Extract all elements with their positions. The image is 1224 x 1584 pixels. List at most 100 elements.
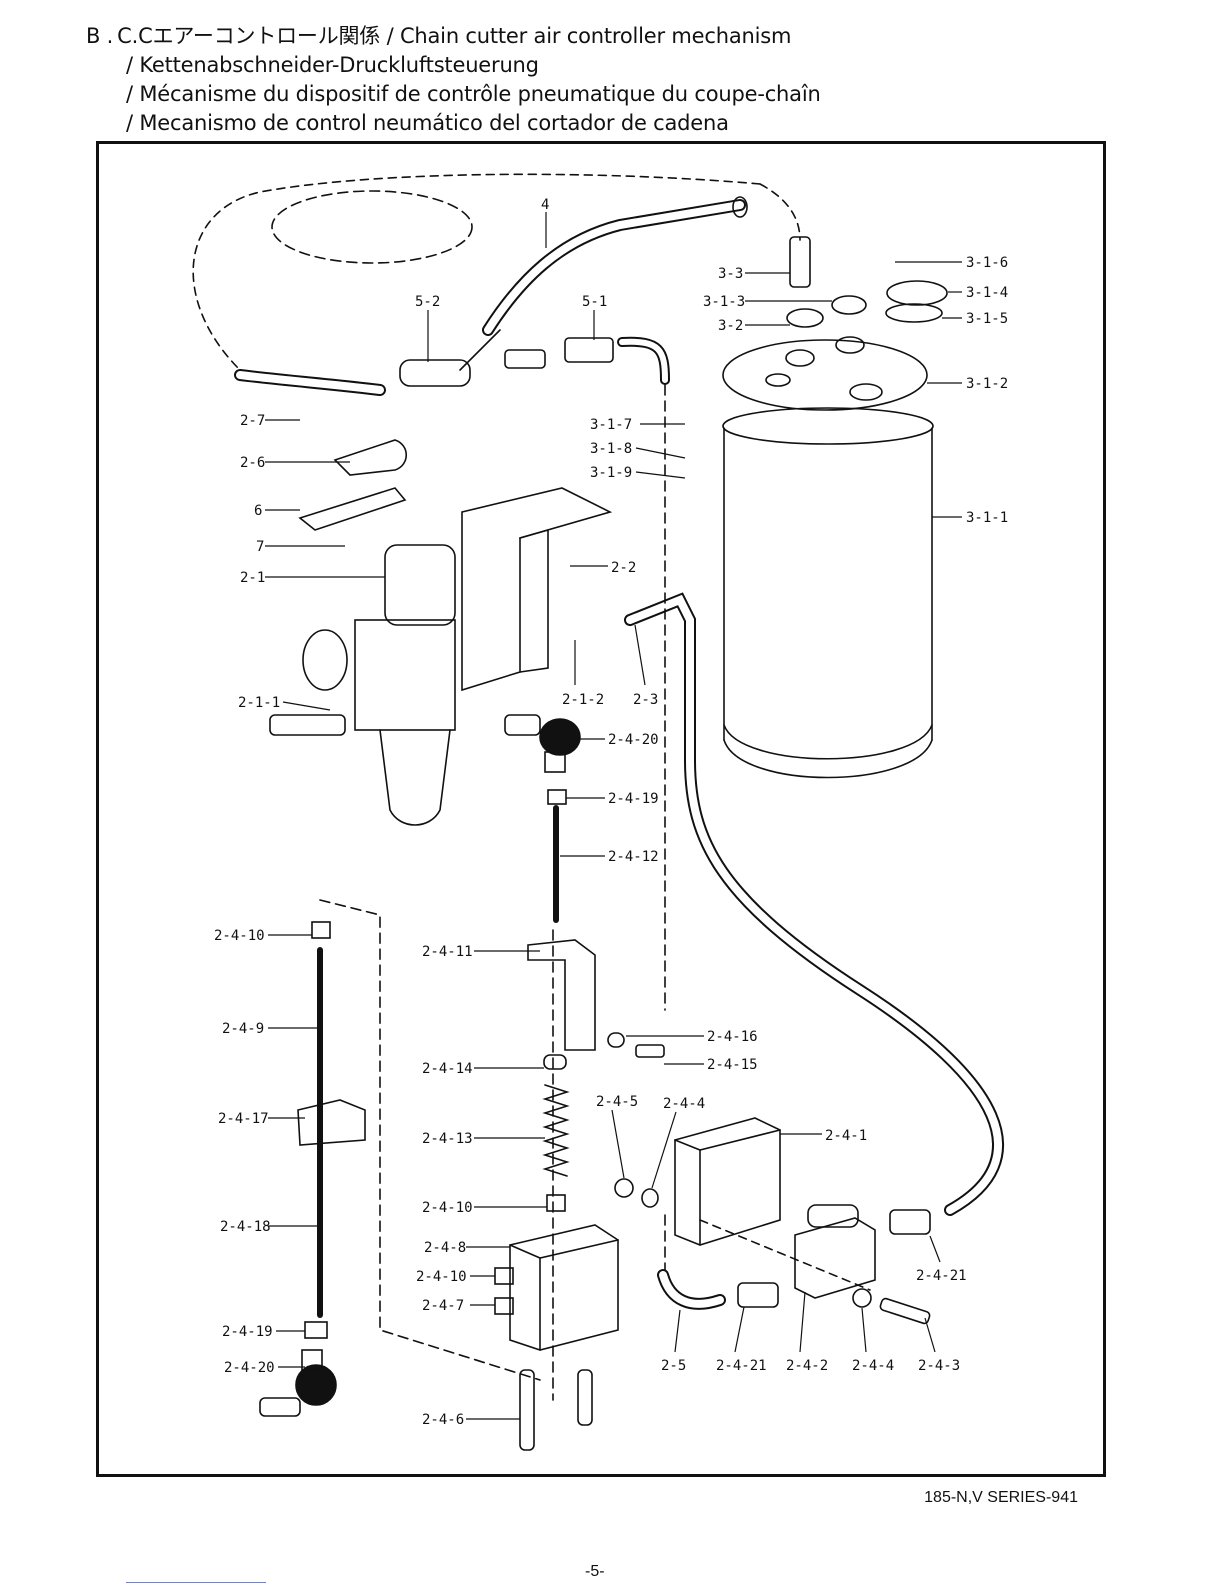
label-2-4-13: 2-4-13 [422,1131,473,1147]
label-2-4-21a: 2-4-21 [916,1268,967,1284]
label-5-2: 5-2 [415,294,440,310]
screw-2-4-15 [635,1044,665,1058]
label-2-3: 2-3 [633,692,658,708]
regulator [269,544,456,826]
label-2-4-14: 2-4-14 [422,1061,473,1077]
label-2-4-19b: 2-4-19 [222,1324,273,1340]
label-2-5: 2-5 [661,1358,686,1374]
nut-2-4-7 [494,1297,514,1315]
cap-3-1-3 [831,295,867,315]
label-2-4-6: 2-4-6 [422,1412,464,1428]
label-2-4-16: 2-4-16 [707,1029,758,1045]
fitting-2-4-21b [737,1282,779,1308]
label-2-4-20a: 2-4-20 [608,732,659,748]
label-3-1-2: 3-1-2 [966,376,1008,392]
title-line-es: / Mecanismo de control neumático del cor… [126,111,729,135]
label-2-6: 2-6 [240,455,265,471]
section-prefix: B . [86,24,114,48]
title-text-1: C.Cエアーコントロール関係 / Chain cutter air contro… [117,24,792,48]
label-2-4-7: 2-4-7 [422,1298,464,1314]
label-2-1: 2-1 [240,570,265,586]
label-2-4-8: 2-4-8 [424,1240,466,1256]
label-3-1-8: 3-1-8 [590,441,632,457]
label-2-4-3: 2-4-3 [918,1358,960,1374]
label-4: 4 [541,197,549,213]
label-2-4-10a: 2-4-10 [214,928,265,944]
title-line-ja-en: B .C.Cエアーコントロール関係 / Chain cutter air con… [86,22,821,51]
spring-2-4-13 [542,1084,570,1177]
tube-2-3 [624,592,1005,1216]
fitting-2-4-20 [504,714,581,773]
label-2-4-9: 2-4-9 [222,1021,264,1037]
bracket-2-4-11 [527,939,596,1051]
washer-2-4-14 [543,1054,567,1070]
label-3-1-5: 3-1-5 [966,311,1008,327]
label-3-1-4: 3-1-4 [966,285,1008,301]
label-2-4-5: 2-4-5 [596,1094,638,1110]
title-line-fr: / Mécanisme du dispositif de contrôle pn… [126,82,821,106]
label-5-1: 5-1 [582,294,607,310]
fitting-2-4-20b [259,1349,337,1417]
label-7: 7 [256,539,264,555]
title-line-de: / Kettenabschneider-Druckluftsteuerung [126,53,539,77]
ring-3-1-4 [886,280,948,306]
label-2-4-15: 2-4-15 [707,1057,758,1073]
label-3-1-3: 3-1-3 [703,294,745,310]
seat-3-2 [786,308,824,328]
label-2-4-19a: 2-4-19 [608,791,659,807]
diagram-frame [96,141,1106,1477]
label-3-1-7: 3-1-7 [590,417,632,433]
label-2-2: 2-2 [611,560,636,576]
label-2-4-1: 2-4-1 [825,1128,867,1144]
nut-2-4-19b [304,1321,328,1339]
nut-2-4-19 [547,789,567,805]
series-code: 185-N,V SERIES-941 [924,1489,1078,1506]
pin-2-4-6 [519,1369,535,1451]
label-2-1-2: 2-1-2 [562,692,604,708]
label-2-4-18: 2-4-18 [220,1219,271,1235]
label-3-1-1: 3-1-1 [966,510,1008,526]
page-number: -5- [585,1563,605,1580]
label-2-4-10c: 2-4-10 [416,1269,467,1285]
label-2-4-11: 2-4-11 [422,944,473,960]
label-3-1-9: 3-1-9 [590,465,632,481]
label-2-7: 2-7 [240,413,265,429]
nut-2-4-5 [614,1178,634,1198]
connector-3-3 [789,236,811,288]
bracket-2-4-1 [674,1117,781,1246]
label-2-1-1: 2-1-1 [238,695,280,711]
block-2-4-8 [509,1224,619,1351]
label-3-1-6: 3-1-6 [966,255,1008,271]
y-fitting [399,359,471,387]
air-loop-dashed [192,173,761,371]
valve-2-4-2 [794,1217,876,1299]
gasket-3-1-5 [885,303,943,323]
clamp-2-6 [333,439,408,476]
clamp-6 [298,487,407,531]
label-3-3: 3-3 [718,266,743,282]
footer-rule [126,1582,266,1583]
loop-oval [271,190,473,264]
label-2-4-4b: 2-4-4 [852,1358,894,1374]
nut-2-4-10a [311,921,331,939]
label-2-4-21b: 2-4-21 [716,1358,767,1374]
label-2-4-12: 2-4-12 [608,849,659,865]
label-2-4-17: 2-4-17 [218,1111,269,1127]
label-3-2: 3-2 [718,318,743,334]
nut-2-4-10 [546,1194,566,1212]
air-tank [722,336,934,779]
label-2-4-20b: 2-4-20 [224,1360,275,1376]
bracket-2-2 [461,487,613,692]
washer-2-4-16 [607,1032,625,1048]
label-2-4-10b: 2-4-10 [422,1200,473,1216]
label-2-4-4a: 2-4-4 [663,1096,705,1112]
label-6: 6 [254,503,262,519]
screw-2-4-3 [879,1297,931,1325]
label-2-4-2: 2-4-2 [786,1358,828,1374]
fitting-2-4-21a [889,1209,931,1235]
page-title: B .C.Cエアーコントロール関係 / Chain cutter air con… [86,22,821,138]
clamp-2-4-17 [297,1099,366,1146]
washer-2-4-4b [852,1288,872,1308]
washer-2-4-4a [641,1188,659,1208]
